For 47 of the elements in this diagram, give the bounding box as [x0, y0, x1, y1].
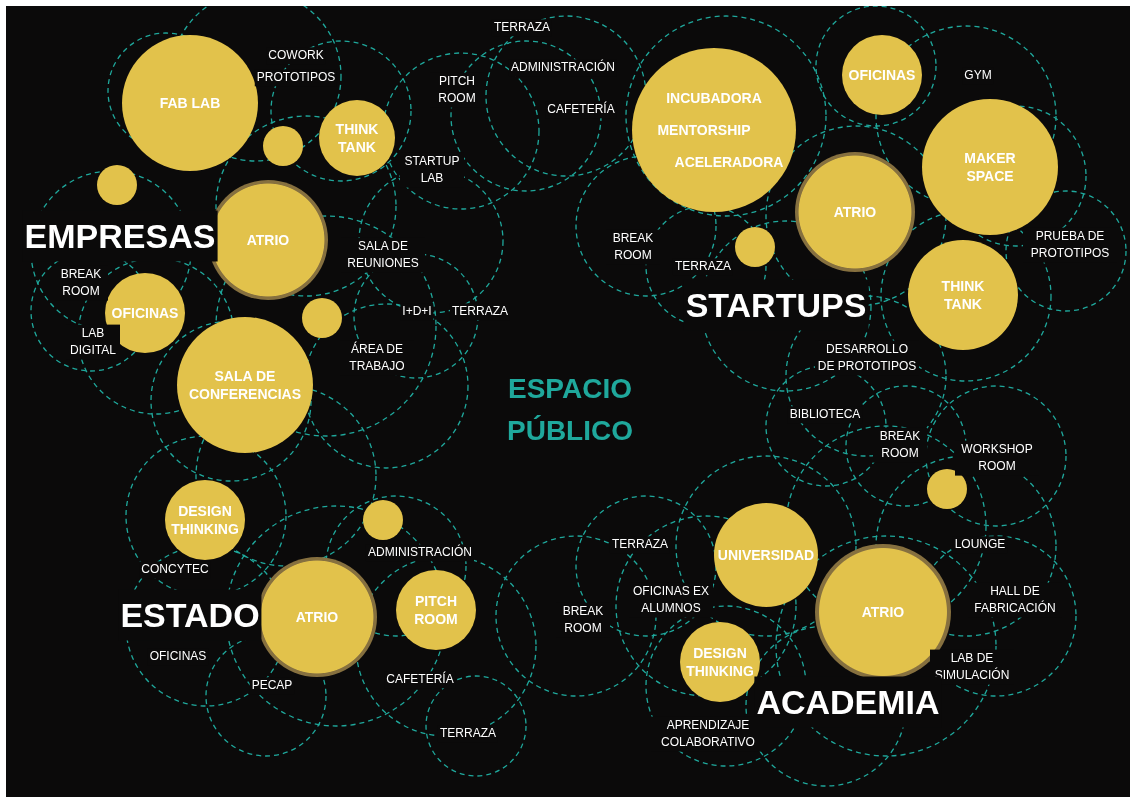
room-label: ATRIO — [294, 607, 340, 627]
zone-label: LOUNGE — [952, 536, 1008, 554]
room-circle — [302, 298, 342, 338]
zone-label: BREAK ROOM — [873, 427, 927, 463]
room-label: FAB LAB — [158, 93, 222, 113]
zone-label: PROTOTIPOS — [254, 69, 338, 87]
room-circle — [735, 227, 775, 267]
zone-label: TERRAZA — [673, 258, 733, 276]
room-label: THINK TANK — [334, 119, 380, 157]
zone-label: TERRAZA — [492, 19, 552, 37]
room-label: UNIVERSIDAD — [716, 545, 816, 565]
room-circle — [363, 500, 403, 540]
room-circle — [714, 503, 818, 607]
zone-label: CONCYTEC — [139, 561, 211, 579]
room-label: ACELERADORA — [673, 153, 785, 172]
room-label: MENTORSHIP — [656, 120, 752, 140]
sector-title: ACADEMIA — [754, 676, 942, 728]
zone-label: CAFETERÍA — [545, 101, 617, 119]
room-circle — [927, 469, 967, 509]
room-label: ATRIO — [245, 230, 291, 250]
room-circle — [319, 100, 395, 176]
room-label: DESIGN THINKING — [170, 501, 240, 539]
zone-label: TERRAZA — [610, 536, 670, 554]
room-circle — [165, 480, 245, 560]
zone-label: I+D+I — [400, 303, 434, 321]
room-circle — [263, 126, 303, 166]
room-label: INCUBADORA — [665, 88, 763, 107]
zone-label: ADMINISTRACIÓN — [366, 544, 474, 562]
zone-label: COWORK — [266, 47, 326, 65]
zone-label: ADMINISTRACIÓN — [509, 59, 617, 77]
room-label: THINK TANK — [940, 276, 986, 314]
room-label: ATRIO — [860, 602, 906, 622]
room-label: DESIGN THINKING — [685, 643, 755, 681]
zone-label: BIBLIOTECA — [787, 406, 863, 424]
room-label: OFICINAS — [847, 65, 917, 85]
sector-title: STARTUPS — [683, 279, 869, 331]
room-label: OFICINAS — [110, 303, 180, 323]
zone-label: TERRAZA — [450, 303, 510, 321]
room-label: PITCH ROOM — [413, 591, 459, 629]
room-circle — [97, 165, 137, 205]
room-label: SALA DE CONFERENCIAS — [188, 366, 302, 404]
zone-label: PECAP — [249, 677, 295, 695]
zone-label: DESARROLLO DE PROTOTIPOS — [815, 340, 919, 376]
room-label: MAKER SPACE — [963, 148, 1017, 186]
zone-label: STARTUP LAB — [400, 152, 464, 188]
zone-label: CAFETERÍA — [384, 671, 456, 689]
room-label: ATRIO — [832, 202, 878, 222]
